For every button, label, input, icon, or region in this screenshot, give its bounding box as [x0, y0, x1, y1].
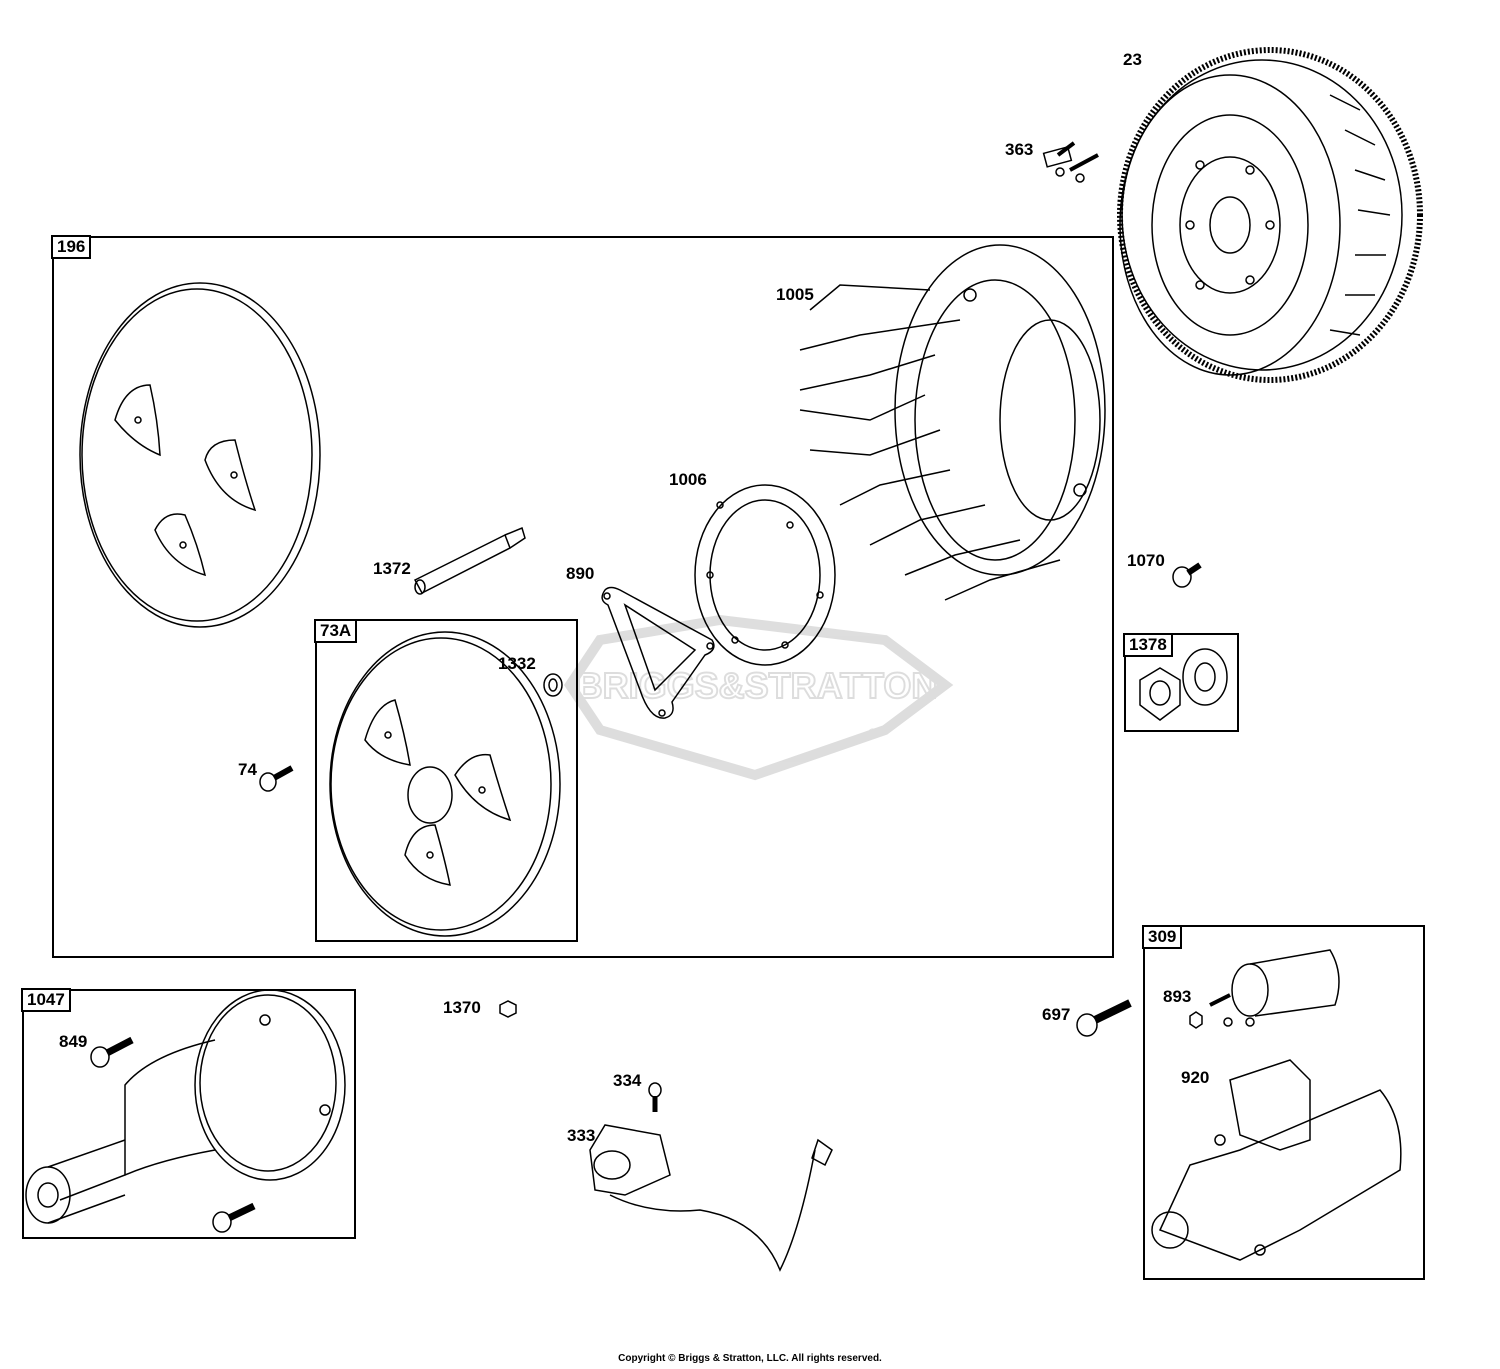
bolt-1070[interactable] — [1172, 562, 1202, 588]
starter-motor-920[interactable] — [1151, 1059, 1402, 1261]
group-tag-309[interactable]: 309 — [1142, 925, 1183, 949]
solenoid-893[interactable] — [1189, 949, 1340, 1029]
part-label-334[interactable]: 334 — [613, 1071, 642, 1090]
part-label-697[interactable]: 697 — [1042, 1005, 1071, 1024]
part-label-1005[interactable]: 1005 — [776, 285, 814, 304]
fan-1005[interactable] — [799, 244, 1106, 601]
nut-washer-1378[interactable] — [1139, 648, 1228, 721]
gasket-1006[interactable] — [694, 484, 836, 666]
pin-1372[interactable] — [413, 526, 526, 595]
part-label-920[interactable]: 920 — [1181, 1068, 1210, 1087]
watermark-registered: ® — [868, 726, 877, 740]
group-box-196 — [52, 236, 1114, 958]
bolt-697[interactable] — [1076, 999, 1132, 1037]
part-label-893[interactable]: 893 — [1163, 987, 1192, 1006]
group-box-1378 — [1124, 633, 1239, 732]
nut-1370[interactable] — [499, 1000, 517, 1018]
group-box-309 — [1143, 925, 1425, 1280]
part-label-74[interactable]: 74 — [238, 760, 257, 779]
part-label-1370[interactable]: 1370 — [443, 998, 481, 1017]
part-label-333[interactable]: 333 — [567, 1126, 596, 1145]
part-label-1006[interactable]: 1006 — [669, 470, 707, 489]
part-label-1332[interactable]: 1332 — [498, 654, 536, 673]
group-box-1047 — [22, 989, 356, 1239]
shroud-disc-196[interactable] — [79, 282, 321, 628]
adapter-shaft-1047[interactable] — [25, 989, 346, 1224]
group-tag-1378[interactable]: 1378 — [1123, 633, 1173, 657]
watermark-text: BRIGGS&STRATTON — [577, 665, 938, 706]
clip-363[interactable] — [1042, 141, 1099, 183]
part-label-363[interactable]: 363 — [1005, 140, 1034, 159]
washer-1332[interactable] — [543, 673, 563, 697]
part-label-890[interactable]: 890 — [566, 564, 595, 583]
watermark-logo: BRIGGS&STRATTON ® — [563, 614, 954, 781]
bracket-890[interactable] — [601, 586, 715, 719]
screw-334[interactable] — [648, 1082, 662, 1112]
flywheel-23[interactable] — [1117, 47, 1423, 383]
bolt-849[interactable] — [90, 1036, 256, 1233]
copyright-notice: Copyright © Briggs & Stratton, LLC. All … — [618, 1353, 882, 1364]
part-label-1070[interactable]: 1070 — [1127, 551, 1165, 570]
shroud-disc-73a[interactable] — [329, 631, 561, 937]
armature-333[interactable] — [589, 1124, 833, 1272]
part-label-849[interactable]: 849 — [59, 1032, 88, 1051]
group-box-73a — [315, 619, 578, 942]
part-label-23[interactable]: 23 — [1123, 50, 1142, 69]
screw-74[interactable] — [259, 765, 294, 792]
group-tag-73a[interactable]: 73A — [314, 619, 358, 643]
part-label-1372[interactable]: 1372 — [373, 559, 411, 578]
group-tag-196[interactable]: 196 — [51, 235, 92, 259]
group-tag-1047[interactable]: 1047 — [21, 988, 71, 1012]
